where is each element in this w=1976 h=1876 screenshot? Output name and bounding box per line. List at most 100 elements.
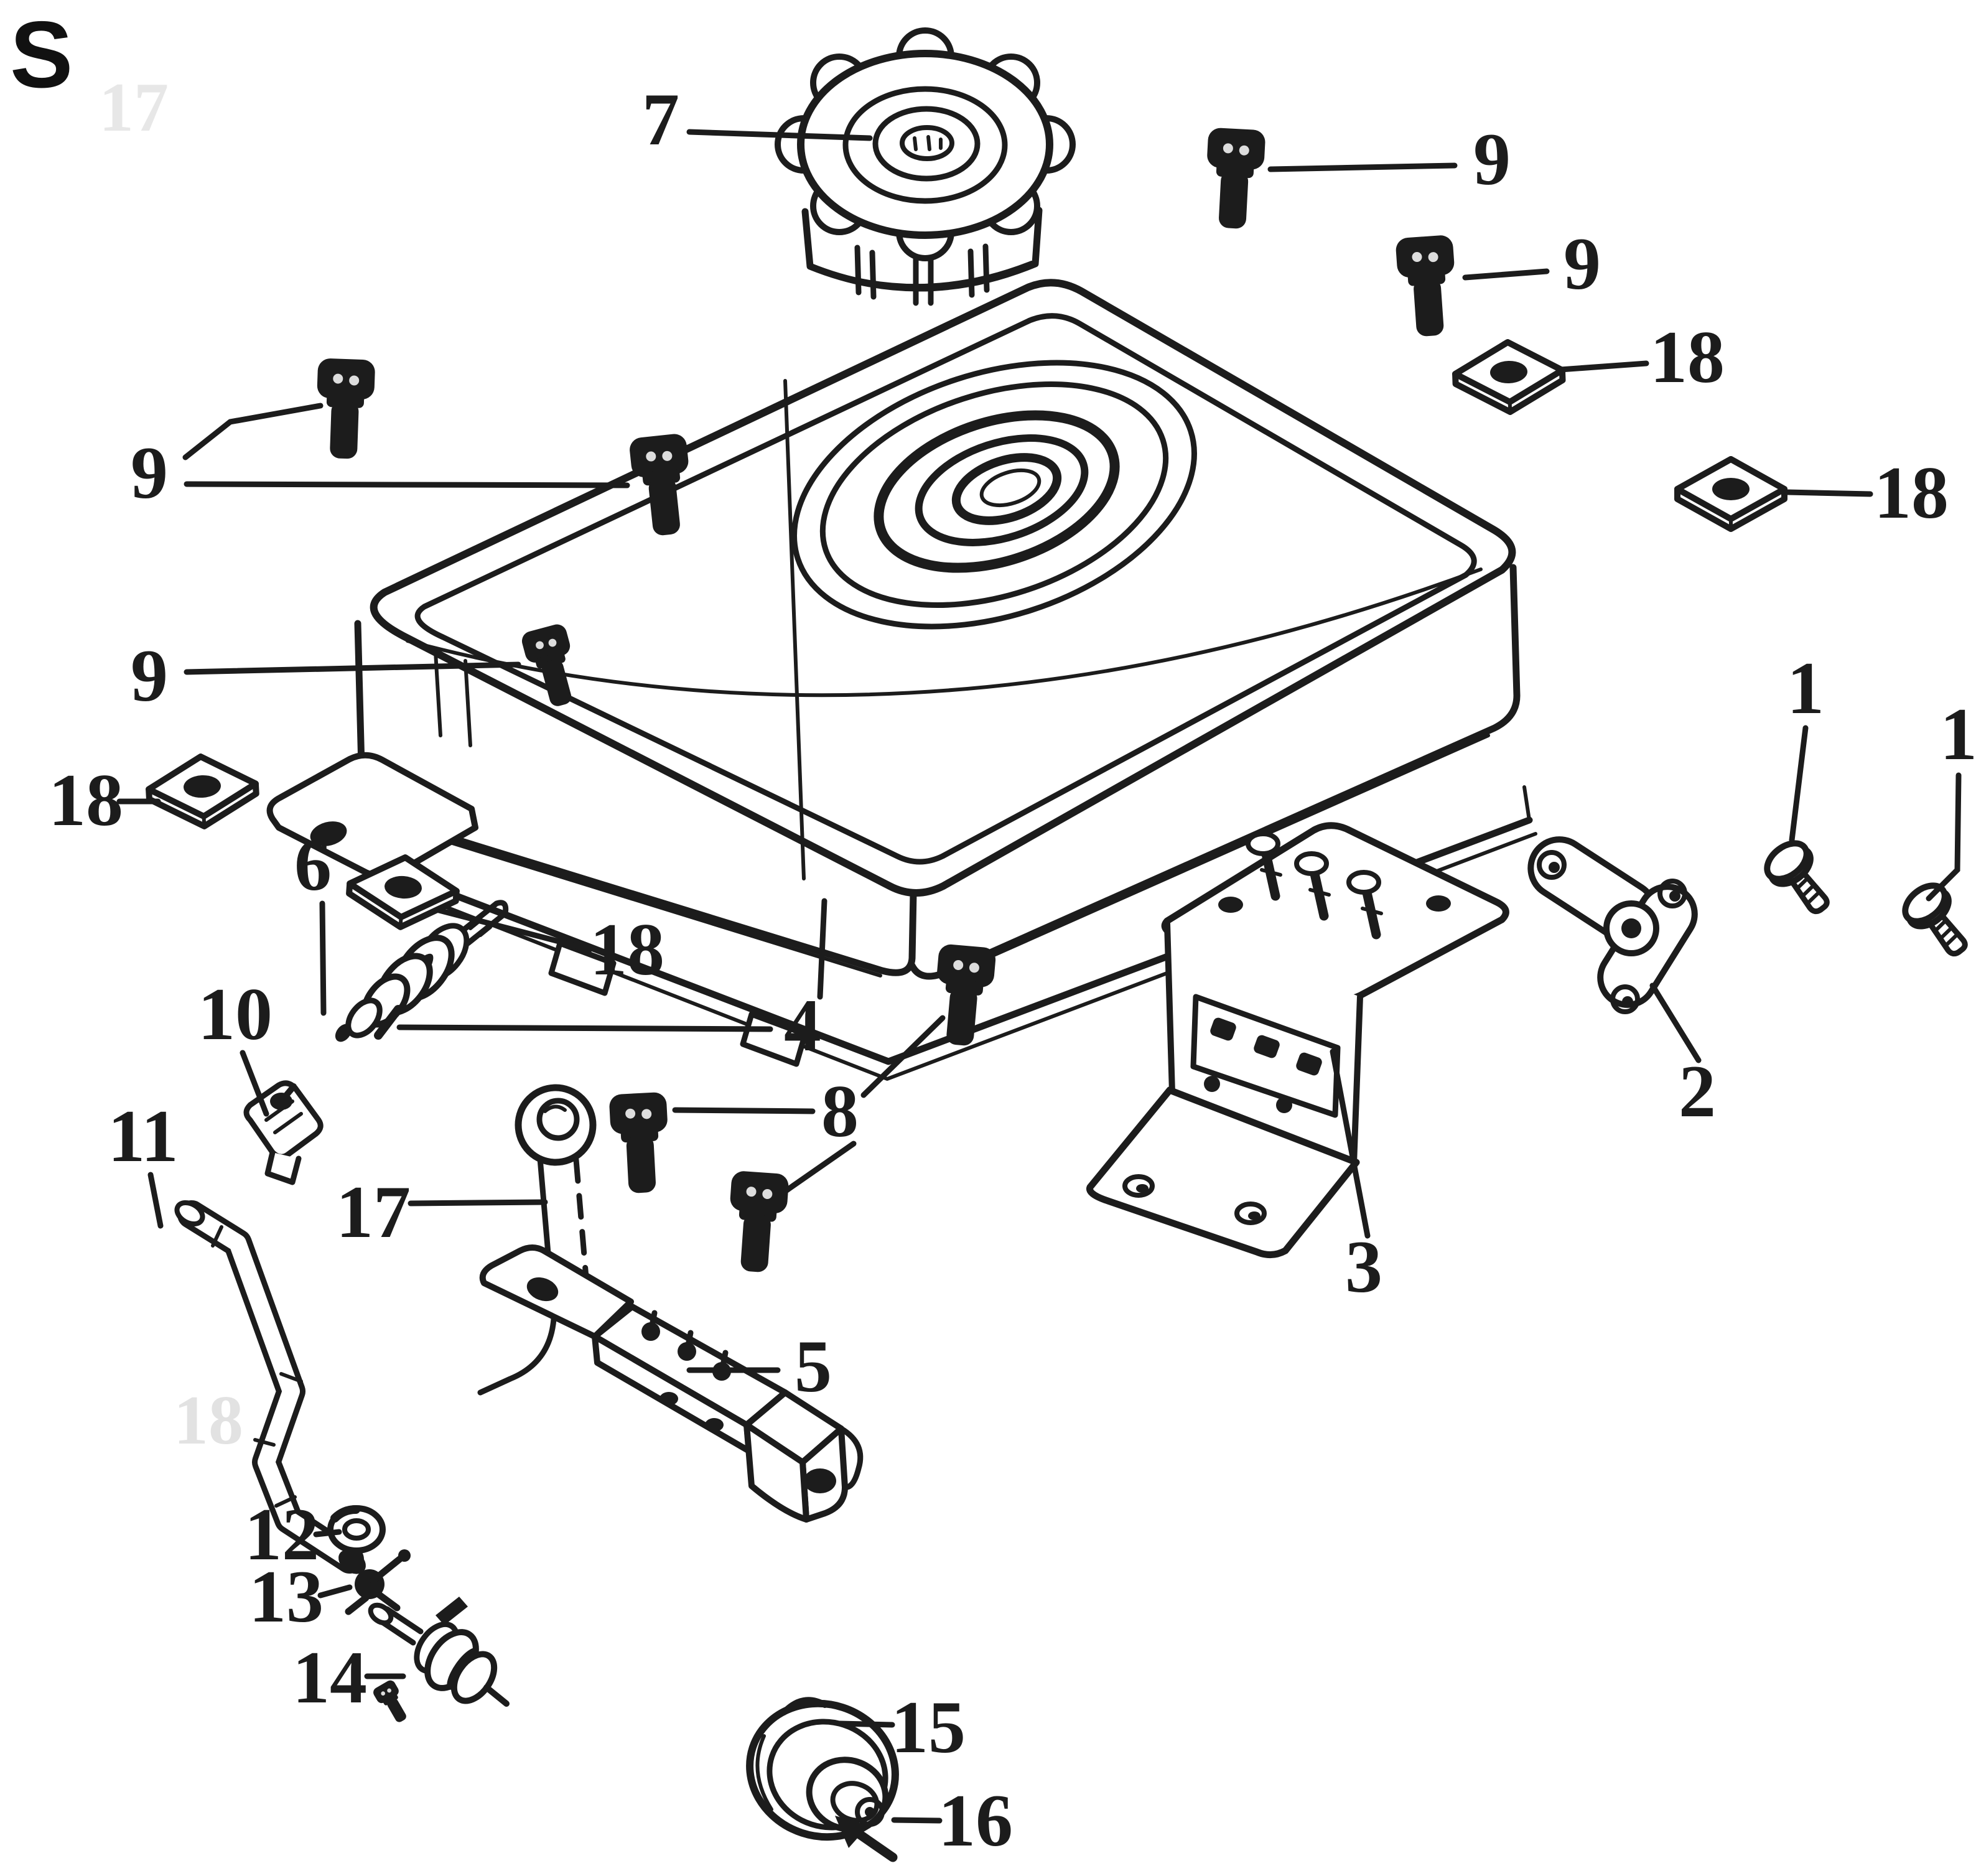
- callout-part-9: 9: [131, 403, 630, 514]
- washer-hole: [342, 1518, 371, 1541]
- leader-line: [408, 1199, 548, 1206]
- leader-line: [317, 1584, 353, 1598]
- nut-18a-icon: [1454, 340, 1564, 414]
- part-number-label: 10: [198, 973, 273, 1055]
- cap-ribs: [854, 243, 990, 306]
- callout-part-18: 18: [1557, 315, 1725, 398]
- bowl-top-tab: [781, 1697, 828, 1715]
- bracket5-hole2: [705, 1418, 724, 1432]
- nut-18b-icon: [1677, 459, 1784, 529]
- callout-part-2: 2: [1649, 982, 1716, 1132]
- callout-part-16: 16: [891, 1779, 1013, 1862]
- tank-front-seam: [783, 379, 806, 880]
- pipe-clamp-drawing: [243, 1080, 324, 1185]
- cap-skirt-inner: [813, 261, 1033, 288]
- callout-part-12: 12: [245, 1493, 342, 1575]
- leader-line: [319, 900, 327, 1016]
- cap-body: [797, 50, 1053, 239]
- cap-ring2: [872, 106, 981, 182]
- bowl-cup-inner: [830, 1781, 880, 1823]
- part-number-label: 6: [294, 823, 332, 906]
- callout-part-18: 18: [434, 907, 664, 991]
- leader-line: [1330, 1048, 1371, 1239]
- callout-part-3: 3: [1330, 1048, 1382, 1308]
- bowl-drain: [855, 1797, 885, 1827]
- leader-line: [184, 661, 521, 675]
- callout-part-15: 15: [837, 1686, 966, 1768]
- ghost-mark: 18: [174, 1382, 243, 1459]
- callout-part-11: 11: [108, 1094, 179, 1229]
- cap-ring1: [842, 86, 1008, 204]
- hinge-hole-2: [1657, 879, 1687, 908]
- engine-bracket-drawing: [1086, 822, 1509, 1258]
- leader-line: [817, 898, 827, 1000]
- bracket5-box-side: [743, 1422, 809, 1523]
- leader-line: [686, 129, 873, 141]
- callout-part-9: 9: [1462, 222, 1601, 305]
- part-number-label: 7: [642, 78, 679, 161]
- filler-hole-inner: [979, 468, 1042, 508]
- bracket5-hole1: [659, 1392, 678, 1406]
- leader-line: [781, 1141, 857, 1195]
- clamp-bolt-stem: [278, 1083, 297, 1104]
- ghost-mark: 17: [99, 69, 169, 146]
- part-number-label: 13: [249, 1555, 324, 1638]
- section-letter: S: [10, 2, 73, 108]
- part-number-label: 18: [49, 758, 123, 841]
- callout-part-6: 6: [294, 823, 332, 1016]
- clamp-foot: [264, 1149, 302, 1185]
- filler-neck-ring: [874, 410, 1120, 573]
- bracket3-slot: [1190, 994, 1341, 1118]
- fuel-tank-drawing: [354, 279, 1521, 980]
- leader-line: [1649, 982, 1702, 1063]
- plate-tabs: [548, 940, 808, 1067]
- hose-inner: [183, 1206, 358, 1568]
- hose-open-end: [174, 1200, 205, 1227]
- part-number-label: 11: [108, 1094, 178, 1177]
- filler-platform-outer: [791, 360, 1197, 630]
- callout-part-9: 9: [131, 634, 521, 717]
- hinge-hole-3: [1610, 984, 1640, 1014]
- fuel-cap-drawing: [775, 27, 1076, 306]
- fuel-valve-drawing: [335, 900, 509, 1042]
- rod-eyelet-highlight: [543, 1104, 567, 1113]
- callout-part-17: 17: [336, 1170, 548, 1253]
- bolt-8c-icon: [725, 1170, 790, 1274]
- leader-line: [672, 1107, 816, 1114]
- plate-ear-hole: [310, 821, 347, 846]
- leader-line: [1267, 162, 1458, 172]
- callout-part-1: 1: [1926, 693, 1976, 902]
- bracket3-flange-hole1-dark: [1136, 1184, 1149, 1193]
- rod-shaft-right-dashed: [573, 1157, 593, 1325]
- leader-line: [837, 1720, 895, 1728]
- bracket5-tab-hole: [526, 1277, 559, 1302]
- parts-drawing: [147, 27, 1976, 1862]
- bracket3-plate-hole2: [1426, 895, 1451, 912]
- part-number-label: 5: [795, 1325, 832, 1407]
- bracket3-plate-hole1: [1218, 897, 1243, 913]
- washer-drawing: [327, 1505, 386, 1554]
- core-stubs: [345, 1556, 403, 1615]
- valve-tip-ring: [335, 1024, 352, 1042]
- bracket3-flange-hole1: [1122, 1174, 1155, 1198]
- hinge-plate-drawing: [1527, 836, 1698, 1014]
- hinge-hole-1: [1537, 850, 1567, 880]
- leader-line: [434, 907, 593, 953]
- fuel-hose-drawing: [174, 1200, 366, 1574]
- hose-joint-lines: [211, 1225, 303, 1508]
- leader-line: [313, 1529, 342, 1538]
- valve-barb: [374, 1005, 403, 1040]
- cap-center: [900, 125, 954, 161]
- leader-line: [891, 1817, 943, 1824]
- bracket5-ear-arc: [838, 1426, 864, 1490]
- leader-line: [1462, 268, 1550, 281]
- leader-line: [860, 1015, 946, 1098]
- bolt-8b-icon: [608, 1091, 671, 1195]
- leader-line: [1926, 772, 1962, 902]
- callout-part-7: 7: [642, 78, 873, 161]
- callout-part-5: 5: [686, 1325, 832, 1407]
- part-number-label: 1: [1787, 646, 1824, 729]
- leader-line: [240, 1050, 269, 1117]
- part-number-label: 1: [1940, 693, 1976, 775]
